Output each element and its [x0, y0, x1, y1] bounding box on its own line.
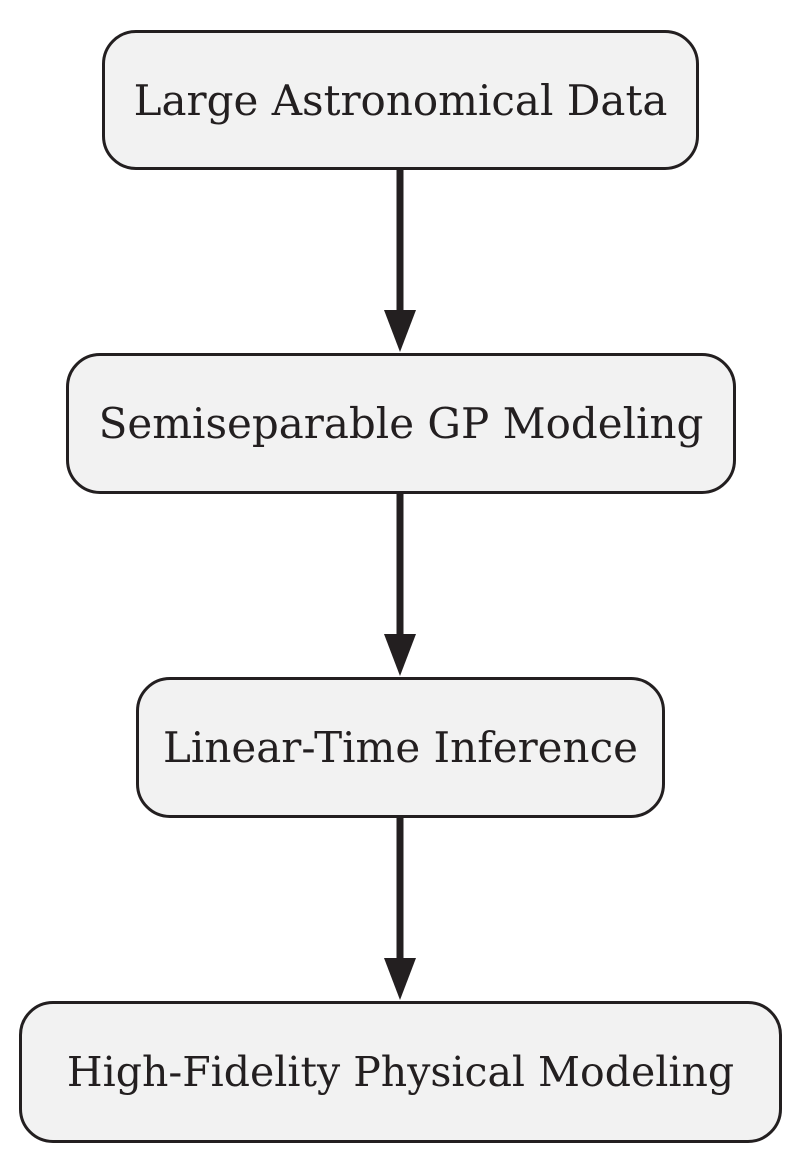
node-linear-time-inference: Linear-Time Inference — [136, 677, 665, 818]
node-label: High-Fidelity Physical Modeling — [66, 1048, 735, 1096]
node-semiseparable-gp-modeling: Semiseparable GP Modeling — [66, 353, 736, 494]
node-large-astronomical-data: Large Astronomical Data — [102, 30, 699, 170]
node-label: Semiseparable GP Modeling — [98, 399, 704, 448]
node-label: Large Astronomical Data — [133, 75, 668, 125]
node-label: Linear-Time Inference — [163, 723, 638, 772]
node-high-fidelity-physical-modeling: High-Fidelity Physical Modeling — [19, 1001, 782, 1143]
arrow-2-to-3 — [384, 494, 416, 676]
arrow-3-to-4 — [384, 818, 416, 1000]
arrow-1-to-2 — [384, 170, 416, 352]
